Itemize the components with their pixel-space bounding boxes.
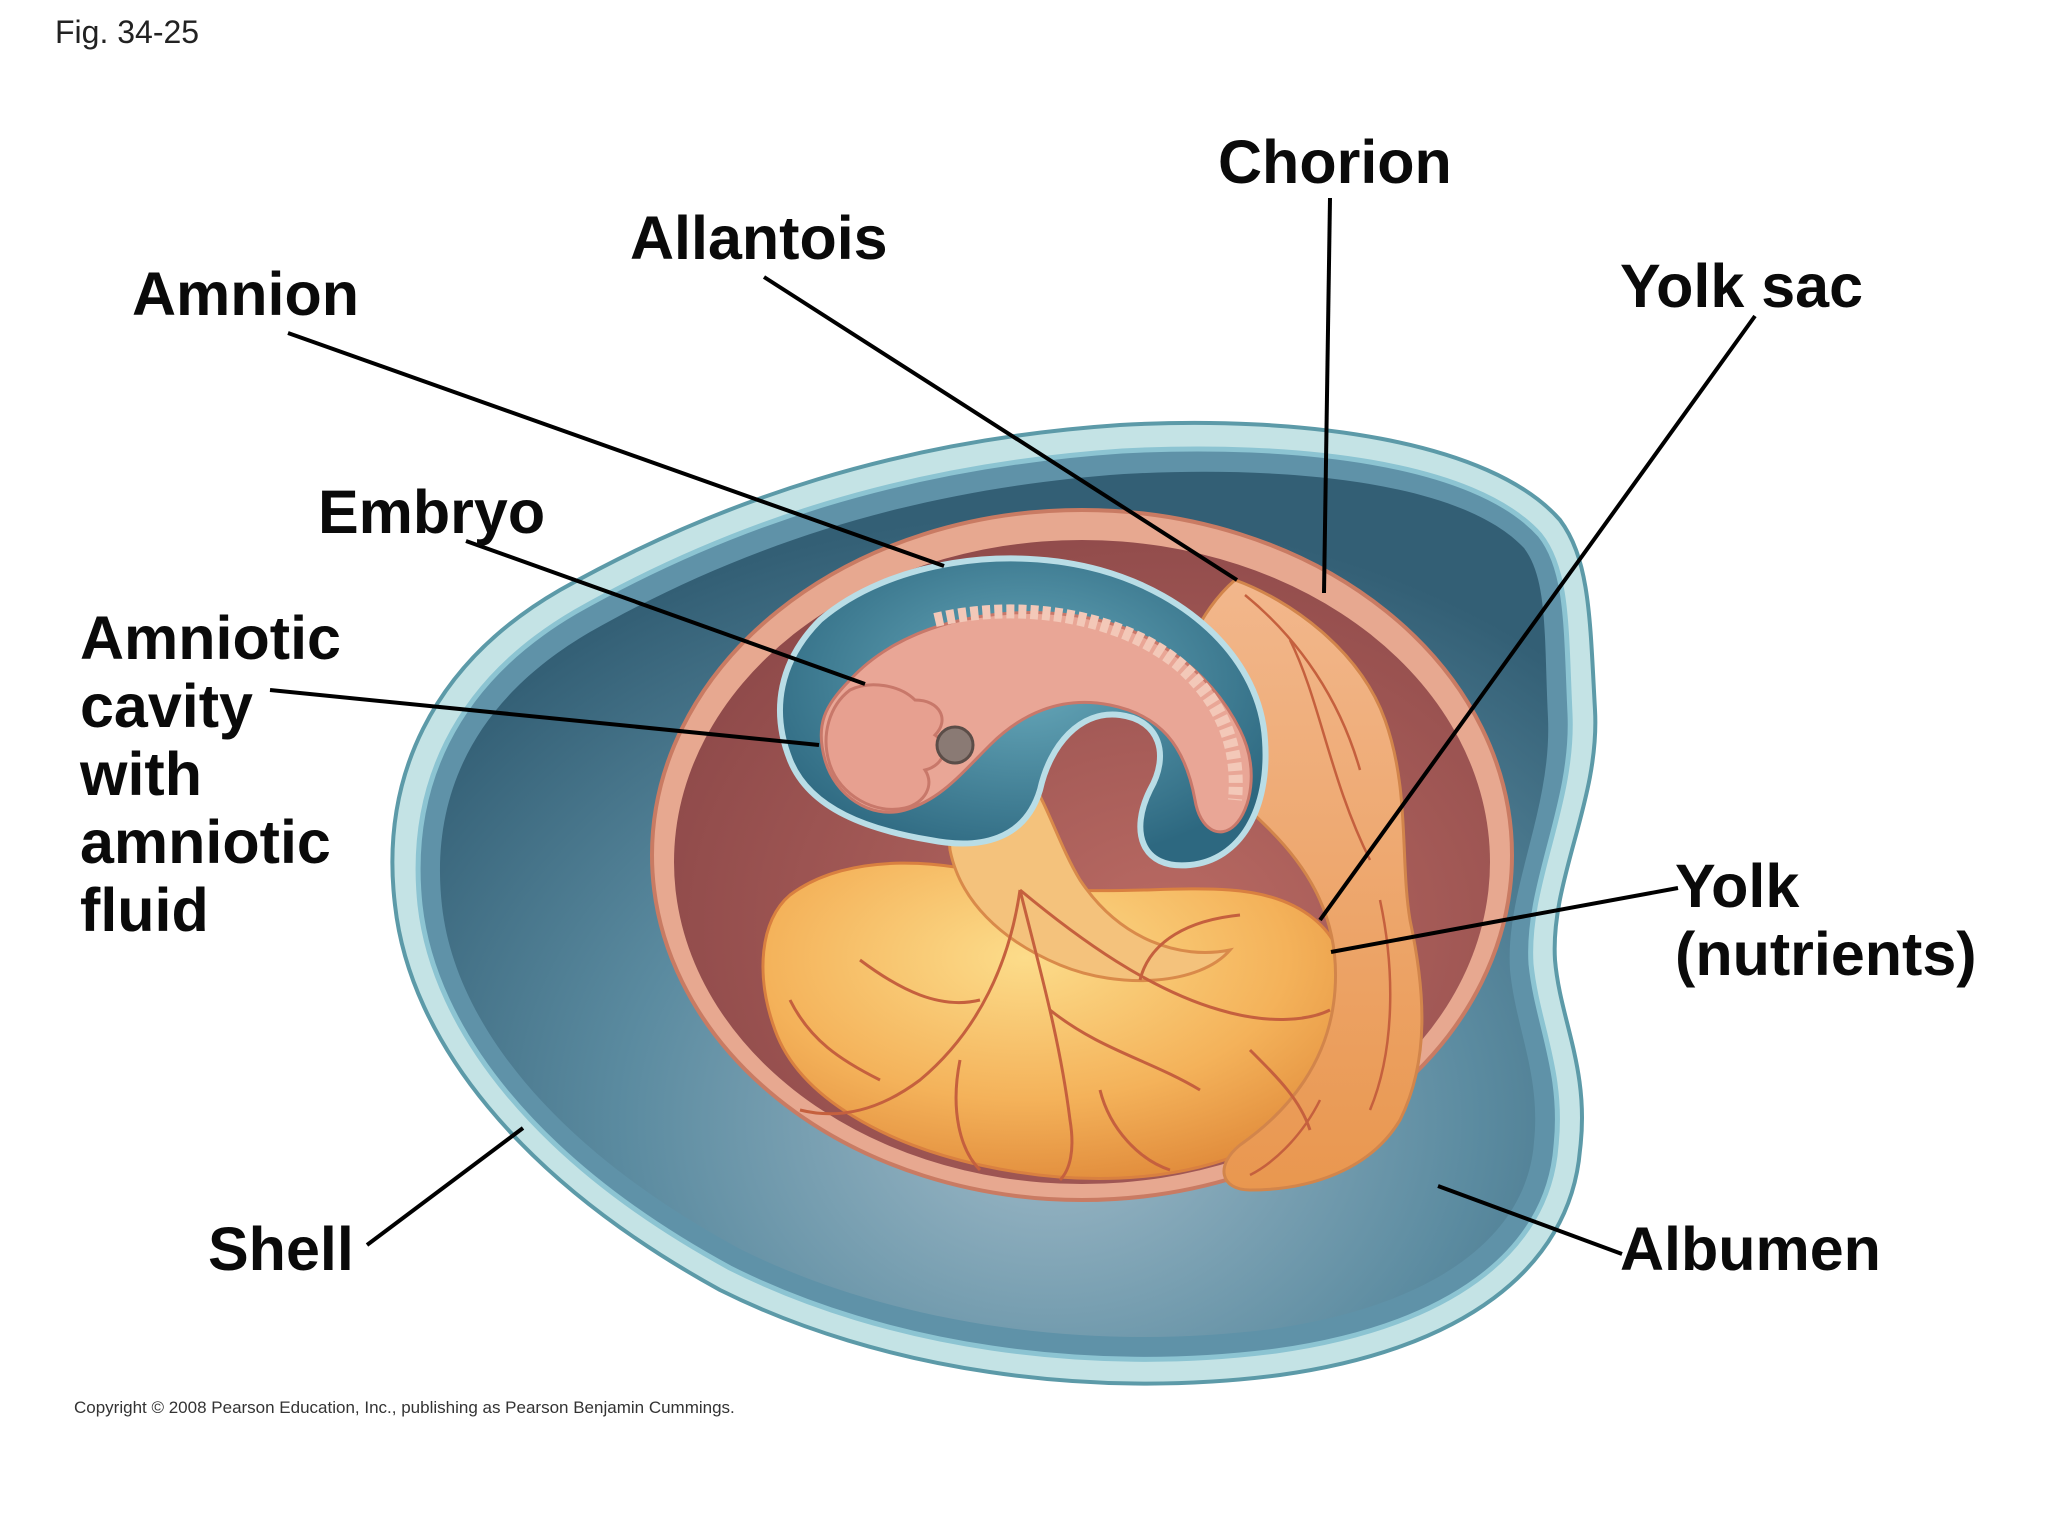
allantois-line <box>762 275 1239 582</box>
label-albumen: Albumen <box>1620 1215 1881 1283</box>
copyright-notice: Copyright © 2008 Pearson Education, Inc.… <box>74 1398 735 1417</box>
amniotic-cavity-line <box>269 688 820 747</box>
yolk-line <box>1330 886 1679 954</box>
allantois-vessels <box>1244 594 1392 1177</box>
label-shell: Shell <box>208 1215 354 1283</box>
yolk-sac-line <box>1318 314 1757 922</box>
yolk-vessels <box>788 888 1331 1182</box>
label-amniotic-cavity-line-2: cavity <box>80 672 253 740</box>
embryo-line <box>465 539 866 686</box>
somites <box>933 604 1243 801</box>
chorion-line <box>1322 197 1332 594</box>
label-yolk-line-2: (nutrients) <box>1675 920 1977 988</box>
label-amniotic-cavity-line-3: with <box>80 740 202 808</box>
label-amniotic-cavity: Amniotic cavity with amniotic fluid <box>80 604 341 944</box>
leader-lines <box>269 197 1757 1256</box>
shell-line <box>365 1126 525 1247</box>
label-amnion: Amnion <box>132 260 360 328</box>
label-yolk: Yolk (nutrients) <box>1675 852 1977 988</box>
albumen-line <box>1437 1184 1623 1256</box>
label-amniotic-cavity-line-1: Amniotic <box>80 604 341 672</box>
figure-number: Fig. 34-25 <box>55 14 200 50</box>
label-amniotic-cavity-line-4: amniotic <box>80 808 331 876</box>
label-embryo: Embryo <box>318 478 546 546</box>
label-chorion: Chorion <box>1218 128 1452 196</box>
label-amniotic-cavity-line-5: fluid <box>80 876 209 944</box>
label-yolk-line-1: Yolk <box>1675 852 1800 920</box>
label-allantois: Allantois <box>630 204 888 272</box>
embryo-head <box>824 683 946 811</box>
amnion-line <box>287 331 945 568</box>
embryo-eye <box>935 725 975 765</box>
label-yolk-sac: Yolk sac <box>1620 252 1864 320</box>
